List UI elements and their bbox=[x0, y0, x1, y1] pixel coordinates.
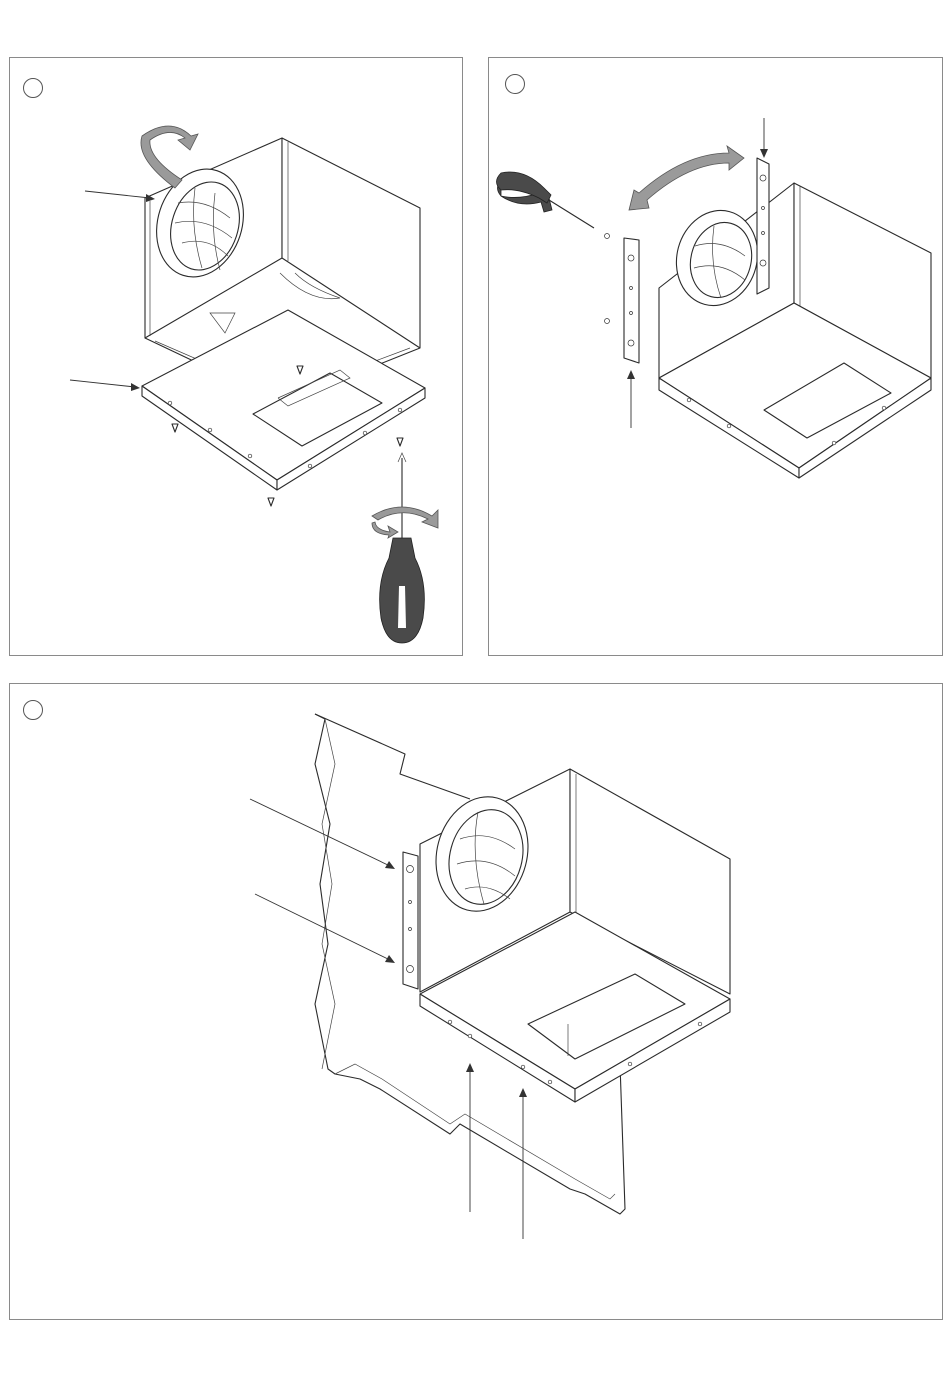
step-1-panel bbox=[9, 57, 463, 656]
step-3-illustration bbox=[10, 684, 944, 1321]
screwdriver-icon bbox=[497, 172, 595, 228]
rotate-arrow-icon bbox=[629, 146, 744, 210]
base-plate bbox=[142, 310, 425, 490]
mounting-bracket bbox=[403, 852, 418, 989]
rotate-arrow-icon bbox=[372, 507, 438, 528]
step-2-panel bbox=[488, 57, 943, 656]
step-1-illustration bbox=[10, 58, 464, 657]
screwdriver-icon bbox=[380, 453, 425, 643]
screw bbox=[605, 319, 610, 324]
screw bbox=[605, 234, 610, 239]
step-3-panel bbox=[9, 683, 943, 1320]
step-2-illustration bbox=[489, 58, 944, 657]
pointer-arrow-icon bbox=[70, 191, 155, 391]
